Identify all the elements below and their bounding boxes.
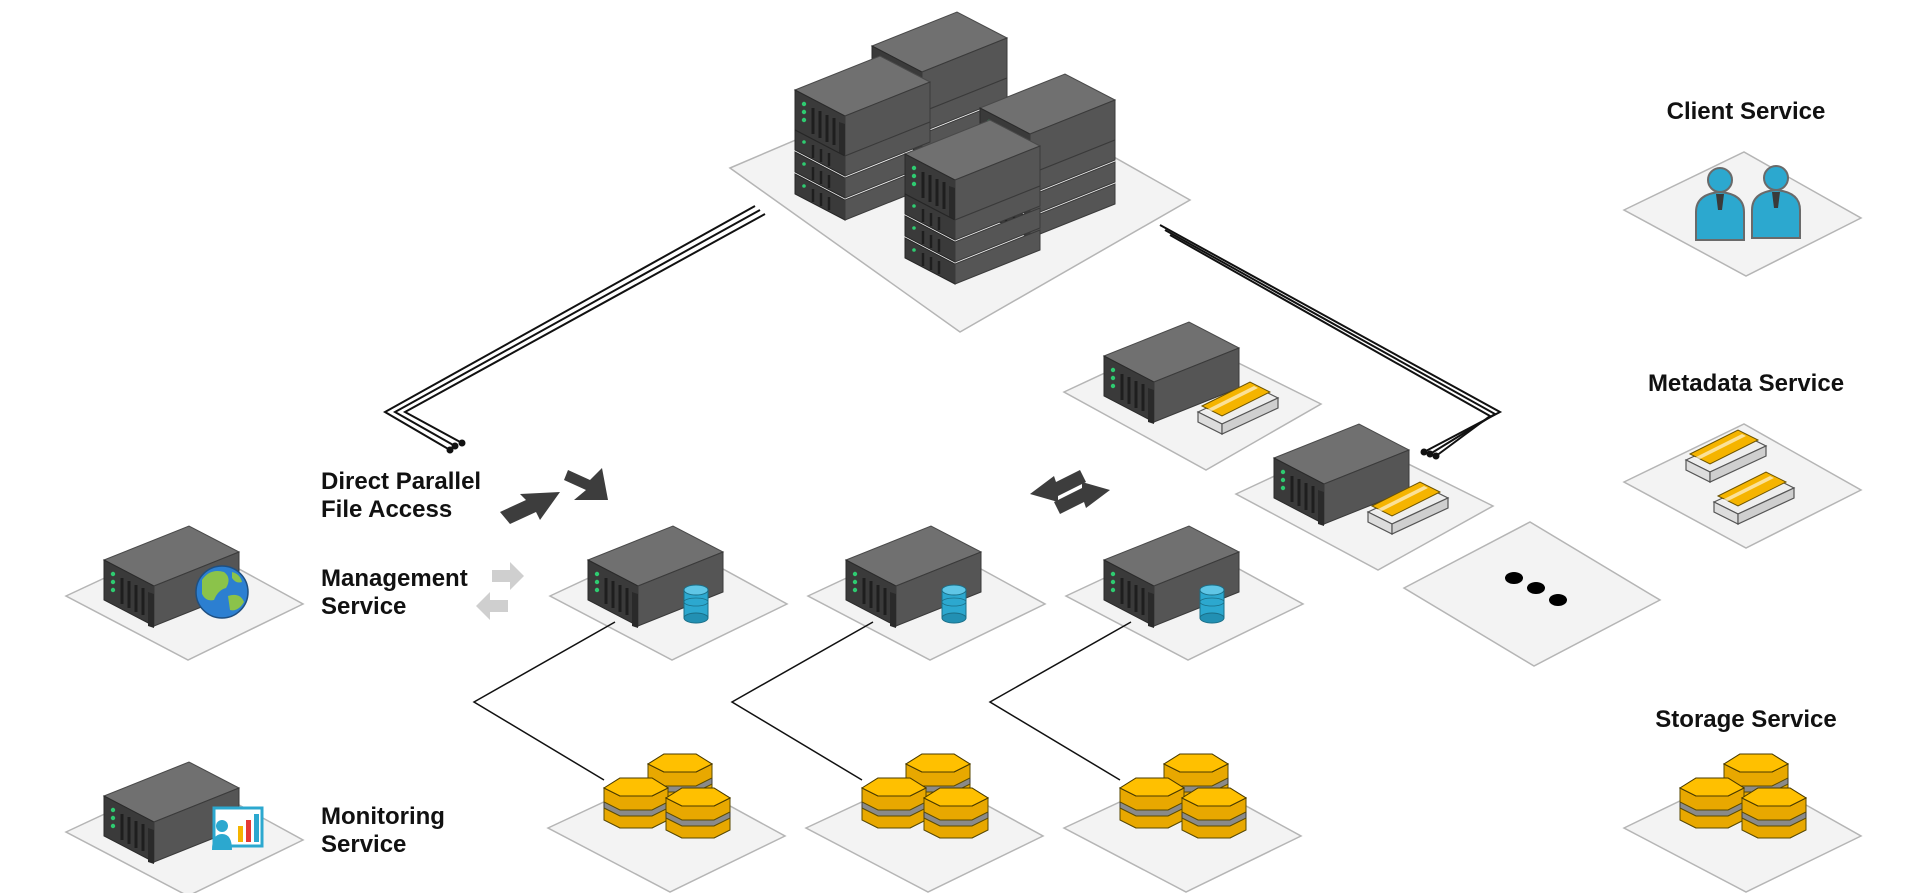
database-cylinder-icon [1199,584,1225,624]
legend-storage-service-label: Storage Service [1655,706,1837,733]
storage-target-1 [603,753,731,839]
ellipsis-icon [1505,572,1567,606]
storage-hex-stack-icon [1679,753,1807,839]
direct-access-arrows [500,468,608,524]
management-service-label: Management Service [321,565,468,621]
legend-client-service-label: Client Service [1666,98,1826,125]
monitor-chart-icon [212,806,264,850]
platform-more-nodes [1402,521,1662,667]
management-arrows [476,562,524,620]
network-links-left [382,205,766,454]
direct-parallel-label-line-1: Direct Parallel [321,468,482,495]
globe-icon [195,565,249,619]
monitoring-service-label: Monitoring Service [321,803,445,859]
management-service-label-line-2: Service [321,593,407,620]
management-service-label-line-1: Management [321,565,468,592]
network-links-right [1159,224,1503,460]
legend-metadata-service-label: Metadata Service [1647,370,1845,397]
storage-links [472,621,1132,781]
direct-parallel-label: Direct Parallel File Access [321,468,481,524]
storage-target-2 [861,753,989,839]
metadata-exchange-arrows [1030,470,1110,514]
database-cylinder-icon [941,584,967,624]
monitoring-service-label-line-2: Service [321,831,407,858]
direct-parallel-label-line-2: File Access [321,496,453,523]
monitoring-service-label-line-1: Monitoring [321,803,445,830]
database-cylinder-icon [683,584,709,624]
storage-target-3 [1119,753,1247,839]
